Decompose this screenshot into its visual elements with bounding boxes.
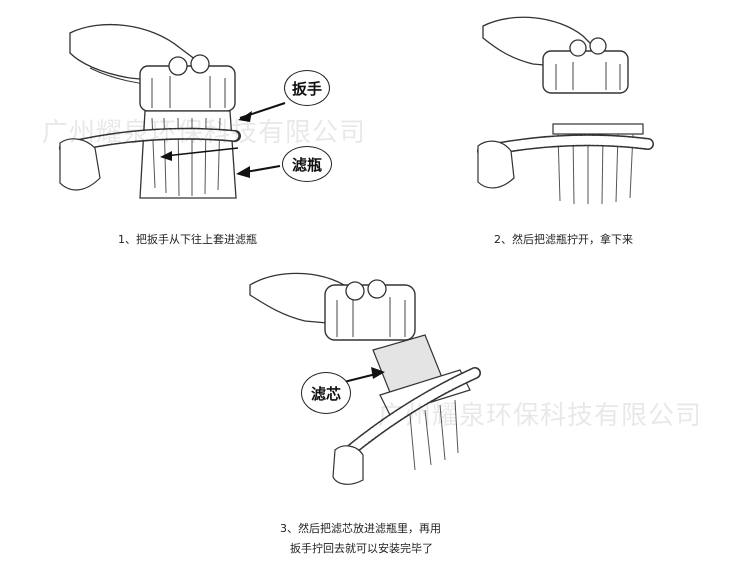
- step2-caption: 2、然后把滤瓶拧开，拿下来: [494, 233, 633, 246]
- step3-illustration: [249, 272, 481, 485]
- wrench-label: 扳手: [284, 70, 330, 106]
- filter-bottle-label: 滤瓶: [282, 146, 332, 182]
- step1-caption: 1、把扳手从下往上套进滤瓶: [118, 233, 257, 246]
- watermark-bottom: 广州耀泉环保科技有限公司: [378, 401, 703, 431]
- watermark-top: 广州耀泉环保科技有限公司: [42, 118, 367, 148]
- step2-illustration: [477, 16, 654, 205]
- filter-cartridge-label: 滤芯: [301, 372, 351, 414]
- step3-caption-line1: 3、然后把滤芯放进滤瓶里，再用: [280, 522, 441, 535]
- step3-caption-line2: 扳手拧回去就可以安装完毕了: [290, 542, 433, 555]
- step1-illustration: [59, 24, 286, 199]
